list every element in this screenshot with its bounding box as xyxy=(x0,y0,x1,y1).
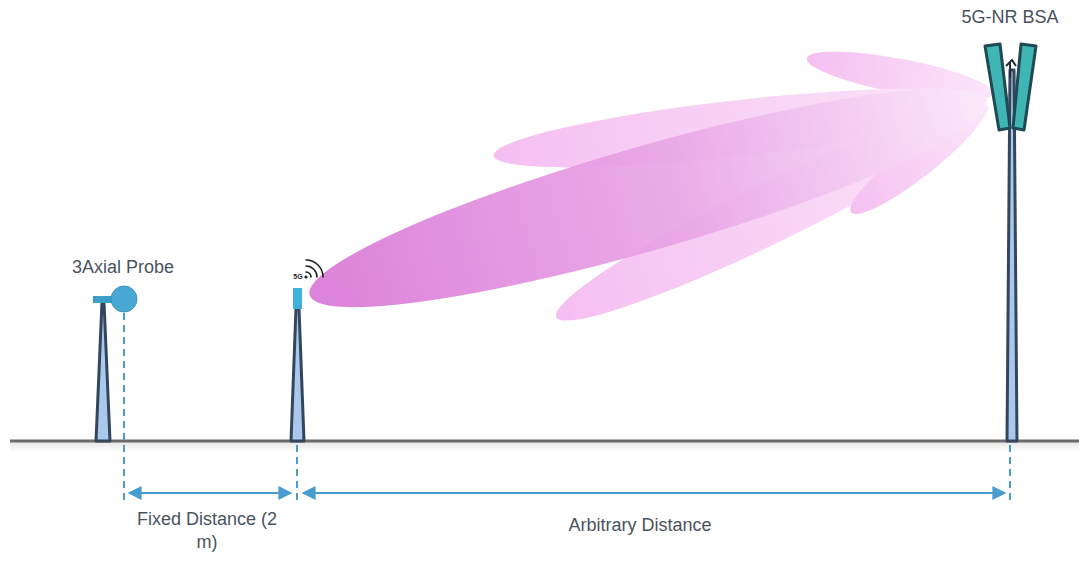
signal-tag: 5G xyxy=(288,272,308,281)
base-station xyxy=(985,44,1036,441)
ground-shadow xyxy=(10,442,1079,452)
ue-mast xyxy=(291,260,323,441)
dimension-label: Fixed Distance (2 m) xyxy=(132,508,282,555)
dimension-lines xyxy=(124,313,1010,500)
probe-mast xyxy=(93,286,137,441)
ground-line xyxy=(10,440,1079,443)
station-label: 5G-NR BSA xyxy=(945,6,1075,29)
main-beam xyxy=(295,51,1000,345)
probe-label: 3Axial Probe xyxy=(53,256,193,279)
signal-icon xyxy=(306,260,323,277)
dimension-label: Arbitrary Distance xyxy=(520,514,760,537)
radiation-beams xyxy=(295,42,1001,345)
